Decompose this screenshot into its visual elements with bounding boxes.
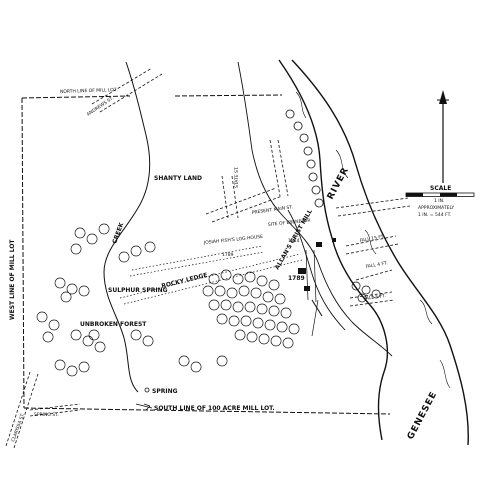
- ebenezer-year-label: 1814: [288, 238, 300, 244]
- genesee-label: GENESEE: [406, 390, 440, 441]
- josiah-fish-label: JOSIAH FISH'S LOG HOUSE: [203, 234, 264, 246]
- shanty-land-label: SHANTY LAND: [154, 175, 202, 182]
- spring-label: SPRING: [152, 388, 178, 395]
- scale-label: SCALE: [430, 185, 451, 192]
- west-line-label: WEST LINE OF MILL LOT: [9, 239, 16, 320]
- rocky-ledge: [119, 245, 319, 337]
- river-bank-scallops: [285, 109, 324, 208]
- forest-trees: [36, 223, 381, 377]
- creek: [103, 61, 393, 393]
- scale-ratio-label: 1 IN. = 544 FT.: [418, 212, 451, 218]
- fall-4-label: FALL 4 FT.: [365, 260, 388, 270]
- josiah-year-label: 1789: [222, 252, 234, 258]
- north-arrow-icon: [437, 90, 449, 183]
- mill-buildings: [298, 238, 336, 317]
- present-main-st-label: PRESENT MAIN ST.: [251, 204, 293, 216]
- south-line-label: SOUTH LINE OF 100 ACRE MILL LOT.: [154, 405, 275, 412]
- spring-st-label: SPRING ST.: [34, 412, 59, 418]
- spring-markers: [135, 387, 153, 411]
- creek-label: CREEK: [111, 221, 125, 244]
- river-label: RIVER: [326, 166, 351, 202]
- fall-5-label: FALL 5 FT.: [363, 293, 386, 302]
- sulphur-spring-label: SULPHUR SPRING: [108, 287, 168, 294]
- genesee-river: [278, 59, 469, 446]
- site-of-ebenezer-label: SITE OF EBENEZER: [268, 218, 311, 228]
- fall-15-label: FALL 15 FT.: [359, 234, 385, 244]
- streets: [5, 67, 411, 449]
- approximately-label: APPROXIMATELY: [418, 205, 454, 211]
- scale-sub-label: 1 IN.: [434, 198, 444, 204]
- rocky-ledge-label: ROCKY LEDGE: [161, 272, 208, 290]
- mill-year-label: 1789: [288, 275, 305, 282]
- clarissa-st-label: CLARISSA ST.: [10, 412, 26, 442]
- mill-lot-boundary: [21, 94, 391, 415]
- scale-bar: [405, 192, 475, 197]
- state-st-label: STATE ST.: [234, 166, 240, 188]
- andrews-st-label: ANDREWS ST.: [86, 95, 115, 117]
- unbroken-forest-label: UNBROKEN FOREST: [80, 321, 147, 328]
- north-line-label: NORTH LINE OF MILL LOT: [60, 87, 117, 95]
